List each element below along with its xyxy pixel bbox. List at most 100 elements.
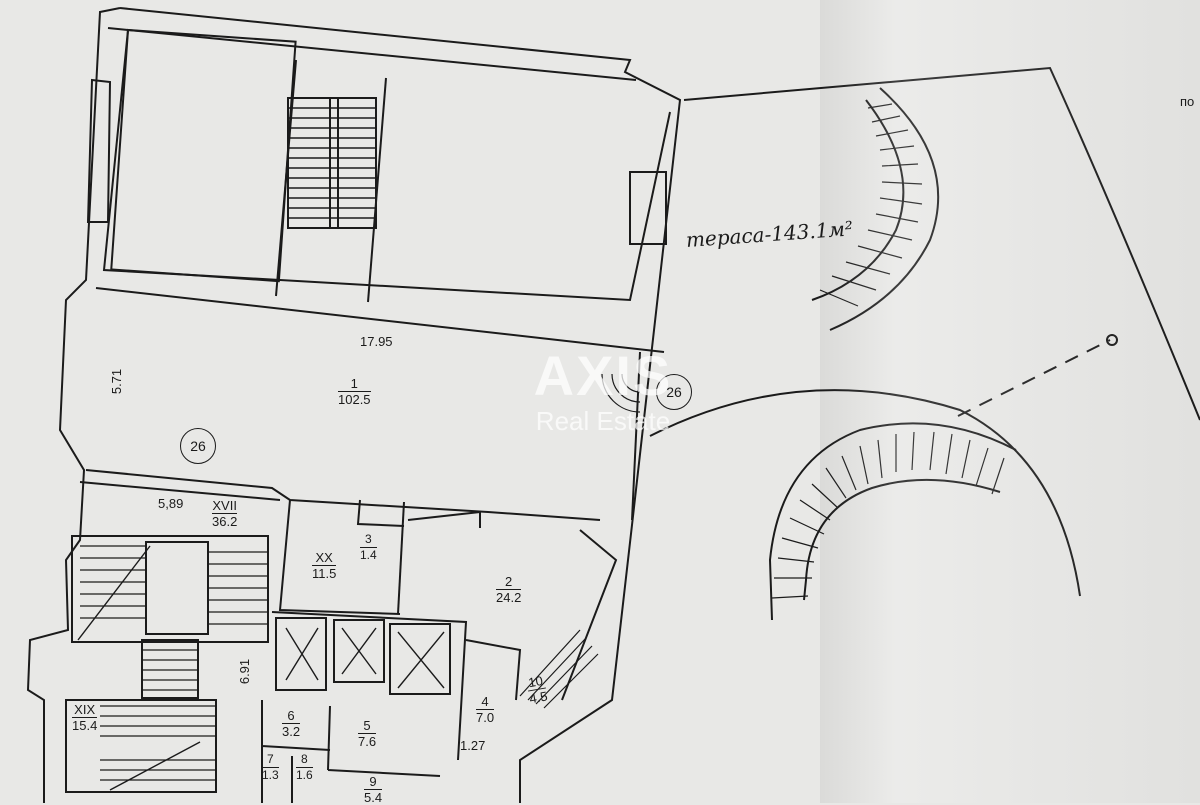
room-label: XIX 15.4 — [72, 702, 98, 733]
wall-segment — [407, 510, 481, 528]
section-marker: 26 — [180, 428, 216, 464]
room-id: 7 — [267, 752, 274, 766]
stair-steps — [288, 107, 376, 219]
room-label: XX 11.5 — [312, 550, 337, 581]
wall-segment — [275, 59, 297, 297]
room-id: 5 — [363, 718, 371, 733]
room-id: XVII — [212, 498, 237, 513]
stair — [65, 699, 217, 793]
room-area: 7.6 — [358, 733, 377, 749]
watermark: AXIS Real Estate — [498, 344, 708, 437]
dimension-label: 6.91 — [237, 658, 253, 685]
door-swing — [601, 373, 641, 413]
stair-diagonal — [77, 545, 151, 641]
outer-wall — [119, 7, 682, 803]
lift-cross — [285, 627, 445, 689]
room-id: 10 — [527, 672, 545, 691]
spiral-stair-outer — [768, 422, 1017, 621]
room-area: 1.3 — [262, 767, 279, 782]
inner-wall — [95, 287, 665, 353]
terrace-pivot — [1106, 334, 1118, 346]
inner-wall — [107, 27, 637, 81]
dimension-label: 5,89 — [158, 496, 184, 511]
dimension-label: 5.71 — [109, 368, 125, 395]
room-id: XX — [315, 550, 333, 565]
room-label: 9 5.4 — [364, 774, 383, 805]
terrace-outline — [683, 66, 1200, 421]
room-area: 7.0 — [476, 709, 495, 725]
terrace-dash — [957, 339, 1111, 417]
room-area: 102.5 — [338, 391, 371, 407]
room-area: 4.5 — [528, 687, 549, 707]
inner-wall — [102, 29, 671, 302]
wall-segment — [397, 501, 405, 615]
room-id: 2 — [505, 574, 513, 589]
room-area: 1.6 — [296, 767, 313, 782]
room-id: 6 — [287, 708, 295, 723]
room-id: 1 — [350, 376, 358, 391]
room-label: 4 7.0 — [476, 694, 495, 725]
wall-segment — [110, 28, 297, 283]
room-label: 6 3.2 — [282, 708, 301, 739]
stair — [141, 639, 199, 699]
spiral-stair-steps — [819, 103, 923, 307]
niche — [629, 171, 667, 245]
terrace-curve — [649, 389, 1081, 597]
stair-divider — [329, 98, 339, 228]
wall-segment — [271, 611, 468, 761]
room-id: 9 — [369, 774, 377, 789]
room-label: 2 24.2 — [496, 574, 522, 605]
lift-shaft — [389, 623, 451, 695]
inner-wall — [79, 481, 281, 501]
room-id: 8 — [301, 752, 308, 766]
room-area: 1.4 — [360, 547, 377, 562]
room-id: XIX — [74, 702, 96, 717]
stair — [71, 535, 269, 643]
stair-landing — [145, 541, 209, 635]
wall-segment — [356, 499, 405, 527]
stair — [287, 97, 377, 229]
outer-wall — [26, 7, 121, 803]
room-id: 3 — [365, 532, 372, 546]
stair-steps — [80, 545, 268, 625]
inner-wall — [85, 469, 601, 521]
stair-diagonal — [109, 741, 201, 791]
room-area: 24.2 — [496, 589, 522, 605]
wall-segment — [561, 529, 618, 701]
door-swing — [611, 373, 641, 403]
watermark-brand: AXIS — [533, 344, 673, 407]
stair-steps — [142, 649, 198, 691]
lift-shaft — [333, 619, 385, 683]
room-label: 1 102.5 — [338, 376, 371, 407]
room-area: 36.2 — [212, 513, 238, 529]
room-area: 15.4 — [72, 717, 98, 733]
stair-steps — [100, 705, 216, 781]
room-label: 7 1.3 — [262, 752, 279, 783]
room-area: 3.2 — [282, 723, 301, 739]
room-area: 5.4 — [364, 789, 383, 805]
inner-wall — [631, 351, 641, 521]
lift-shaft — [275, 617, 327, 691]
room-label: XVII 36.2 — [212, 498, 238, 529]
room-label: 8 1.6 — [296, 752, 313, 783]
stair-steps — [519, 629, 599, 709]
edge-text: по — [1180, 94, 1195, 109]
door-swing — [621, 373, 641, 393]
room-id: 4 — [481, 694, 489, 709]
spiral-stair-inner — [803, 478, 1001, 601]
watermark-subtitle: Real Estate — [535, 406, 671, 436]
wall-segment — [465, 639, 522, 701]
wall-segment — [261, 700, 441, 803]
wall-segment — [278, 499, 401, 615]
spiral-stair-steps — [771, 431, 1005, 599]
room-label: 5 7.6 — [358, 718, 377, 749]
spiral-stair-inner — [811, 99, 905, 301]
spiral-stair-outer — [829, 87, 940, 331]
wall-segment — [86, 78, 112, 223]
dimension-label: 1.27 — [460, 738, 486, 753]
room-label: 3 1.4 — [360, 532, 377, 563]
section-marker: 26 — [656, 374, 692, 410]
room-area: 11.5 — [312, 565, 337, 581]
dimension-label: 17.95 — [360, 334, 393, 349]
